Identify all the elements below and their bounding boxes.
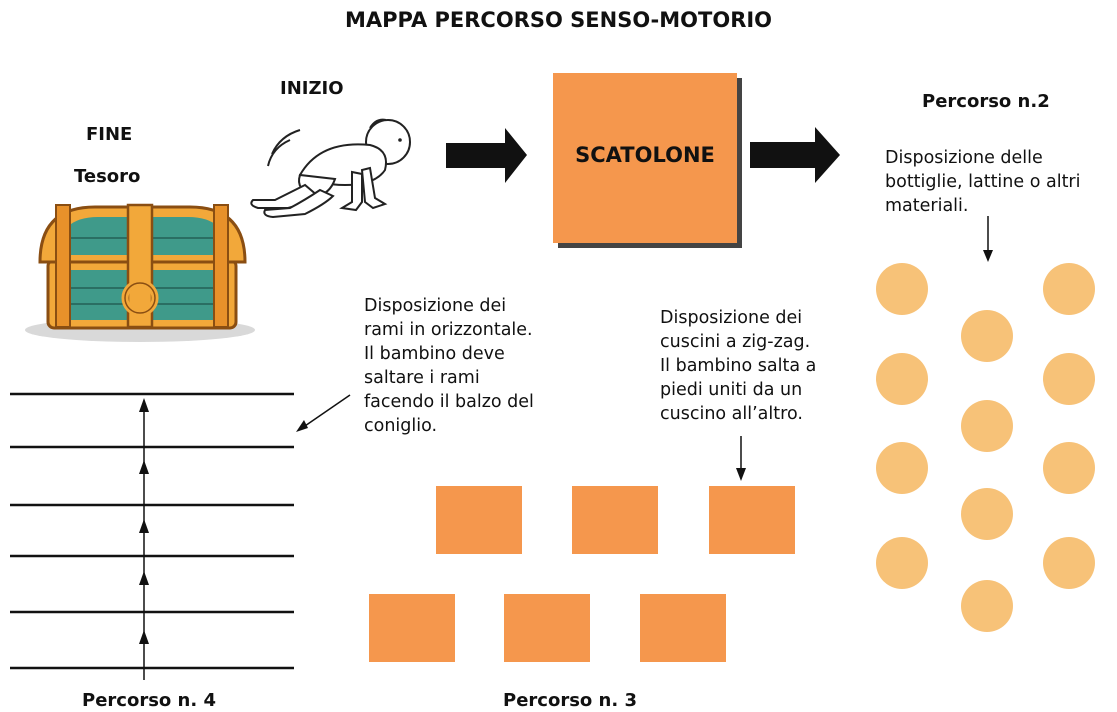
end-label: FINE	[86, 124, 133, 145]
bottle-marker	[876, 263, 928, 315]
end-sublabel: Tesoro	[74, 166, 141, 187]
bottle-marker	[1043, 442, 1095, 494]
bottle-marker	[961, 310, 1013, 362]
cushion-marker	[640, 594, 726, 662]
bottle-marker	[961, 400, 1013, 452]
cushion-marker	[709, 486, 795, 554]
bottle-marker	[876, 537, 928, 589]
scatolone-label: SCATOLONE	[575, 143, 715, 167]
bottle-marker	[1043, 263, 1095, 315]
cushion-marker	[504, 594, 590, 662]
cushion-marker	[572, 486, 658, 554]
scatolone-box: SCATOLONE	[553, 73, 737, 243]
start-label: INIZIO	[280, 78, 344, 99]
bottle-marker	[1043, 537, 1095, 589]
bottle-marker	[1043, 353, 1095, 405]
route3-note: Disposizione dei cuscini a zig-zag. Il b…	[660, 308, 817, 424]
route2-note: Disposizione delle bottiglie, lattine o …	[885, 148, 1081, 216]
bottle-marker	[876, 353, 928, 405]
cushion-marker	[369, 594, 455, 662]
bottle-marker	[876, 442, 928, 494]
route4-note: Disposizione dei rami in orizzontale. Il…	[364, 296, 534, 436]
cushion-marker	[436, 486, 522, 554]
route3-title: Percorso n. 3	[503, 690, 637, 711]
bottle-marker	[961, 580, 1013, 632]
route2-title: Percorso n.2	[922, 91, 1050, 112]
bottle-marker	[961, 488, 1013, 540]
route4-title: Percorso n. 4	[82, 690, 216, 711]
page-title: MAPPA PERCORSO SENSO-MOTORIO	[344, 8, 773, 32]
